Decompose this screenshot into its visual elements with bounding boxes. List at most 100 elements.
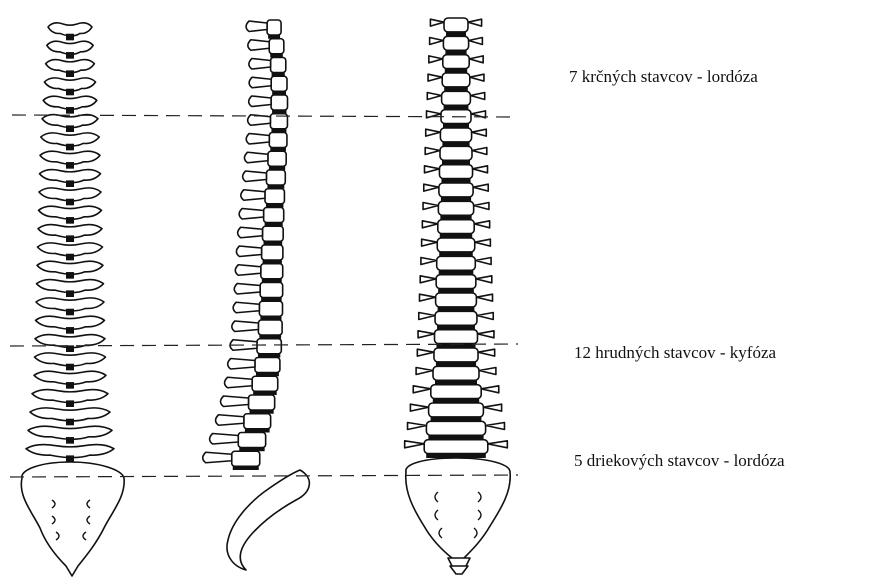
lateral-vertebrae (203, 20, 288, 470)
lateral-vertebra-body (255, 358, 280, 373)
lateral-vertebra-process (216, 415, 244, 426)
lateral-vertebra-process (235, 265, 261, 276)
lateral-vertebra-body (262, 226, 283, 241)
lateral-vertebra-body (257, 339, 281, 354)
anterior-vertebra-body (429, 403, 484, 417)
anterior-vertebra-body (436, 293, 477, 307)
lateral-vertebra-body (267, 20, 281, 35)
posterior-disc (66, 364, 74, 371)
anterior-vertebra-body (442, 73, 470, 87)
lateral-vertebra-body (261, 264, 283, 279)
lateral-vertebra-process (236, 246, 261, 257)
lateral-vertebra-body (262, 245, 283, 260)
posterior-disc (66, 89, 74, 96)
posterior-disc (66, 309, 74, 316)
anterior-vertebra-body (435, 311, 477, 325)
posterior-disc (66, 254, 74, 261)
lateral-vertebra-body (248, 395, 274, 410)
lateral-vertebra-body (260, 283, 283, 298)
lateral-vertebra-body (271, 95, 287, 110)
posterior-disc (66, 345, 74, 352)
anterior-vertebrae (405, 18, 508, 458)
anterior-vertebra-body (437, 256, 476, 270)
lateral-vertebra-process (203, 452, 232, 463)
lateral-vertebra-process (225, 377, 253, 388)
lateral-vertebra-process (249, 77, 271, 88)
lateral-vertebra-process (221, 396, 249, 407)
lateral-vertebra-process (249, 59, 271, 70)
anterior-vertebra-body (424, 440, 488, 454)
lateral-vertebra-body (258, 320, 282, 335)
posterior-disc (66, 199, 74, 206)
anterior-vertebra-body (426, 421, 485, 435)
anterior-vertebra-body (436, 275, 476, 289)
posterior-disc (66, 162, 74, 169)
lateral-disc (233, 466, 259, 470)
anterior-vertebra-body (438, 201, 473, 215)
lateral-vertebra-process (248, 40, 269, 51)
anterior-vertebra-body (434, 348, 478, 362)
lateral-vertebra-body (265, 189, 284, 204)
lateral-vertebra-process (246, 134, 269, 145)
posterior-disc (66, 455, 74, 462)
anterior-vertebra-body (442, 91, 471, 105)
anterior-vertebra-body (433, 366, 479, 380)
lateral-vertebra-body (266, 170, 285, 185)
posterior-sacrum (21, 462, 124, 576)
label-lumbar: 5 driekových stavcov - lordóza (574, 451, 785, 470)
posterior-disc (66, 437, 74, 444)
lateral-vertebra-body (271, 58, 286, 73)
lateral-vertebra-body (271, 76, 287, 91)
lateral-vertebra-body (259, 301, 282, 316)
anterior-vertebra-body (431, 385, 481, 399)
posterior-disc (66, 235, 74, 242)
anterior-vertebra-body (435, 330, 478, 344)
lateral-vertebra-body (244, 414, 271, 429)
lateral-vertebra-process (228, 359, 255, 370)
anterior-vertebra-body (437, 238, 475, 252)
anterior-vertebra-body (439, 165, 472, 179)
lateral-vertebra-process (238, 227, 263, 238)
lateral-vertebra-process (243, 171, 267, 182)
anterior-vertebra-body (438, 220, 474, 234)
posterior-disc (66, 180, 74, 187)
posterior-disc (66, 400, 74, 407)
anterior-vertebra-body (443, 55, 469, 69)
lateral-vertebra-process (232, 321, 259, 332)
lateral-vertebra-body (252, 376, 278, 391)
anterior-coccyx (448, 558, 470, 574)
lateral-vertebra-process (244, 152, 267, 163)
lateral-vertebra-body (238, 433, 265, 448)
lateral-vertebra-body (269, 39, 284, 54)
posterior-disc (66, 144, 74, 151)
posterior-disc (66, 217, 74, 224)
lateral-vertebra-body (264, 208, 284, 223)
anterior-vertebra-body (440, 128, 471, 142)
posterior-disc (66, 419, 74, 426)
anterior-vertebra-body (440, 146, 472, 160)
label-thoracic: 12 hrudných stavcov - kyfóza (574, 343, 777, 362)
posterior-disc (66, 272, 74, 279)
lateral-vertebra-body (268, 151, 286, 166)
posterior-disc (66, 125, 74, 132)
anterior-vertebra-body (444, 18, 468, 32)
posterior-disc (66, 327, 74, 334)
posterior-disc (66, 52, 74, 59)
anterior-vertebra-body (439, 183, 473, 197)
spine-posterior-view (21, 23, 124, 576)
posterior-disc (66, 107, 74, 114)
lateral-vertebra-body (232, 451, 260, 466)
posterior-disc (66, 34, 74, 41)
lateral-vertebra-body (269, 133, 287, 148)
lateral-vertebra-process (233, 302, 259, 313)
posterior-vertebrae (26, 23, 114, 462)
spine-anterior-view (405, 18, 511, 574)
spine-lateral-view (203, 20, 310, 570)
label-cervical: 7 krčných stavcov - lordóza (569, 67, 758, 86)
lateral-vertebra-process (249, 96, 271, 107)
lateral-vertebra-process (241, 190, 265, 201)
lateral-vertebra-process (246, 21, 267, 32)
posterior-disc (66, 70, 74, 77)
lateral-vertebra-process (234, 284, 260, 295)
